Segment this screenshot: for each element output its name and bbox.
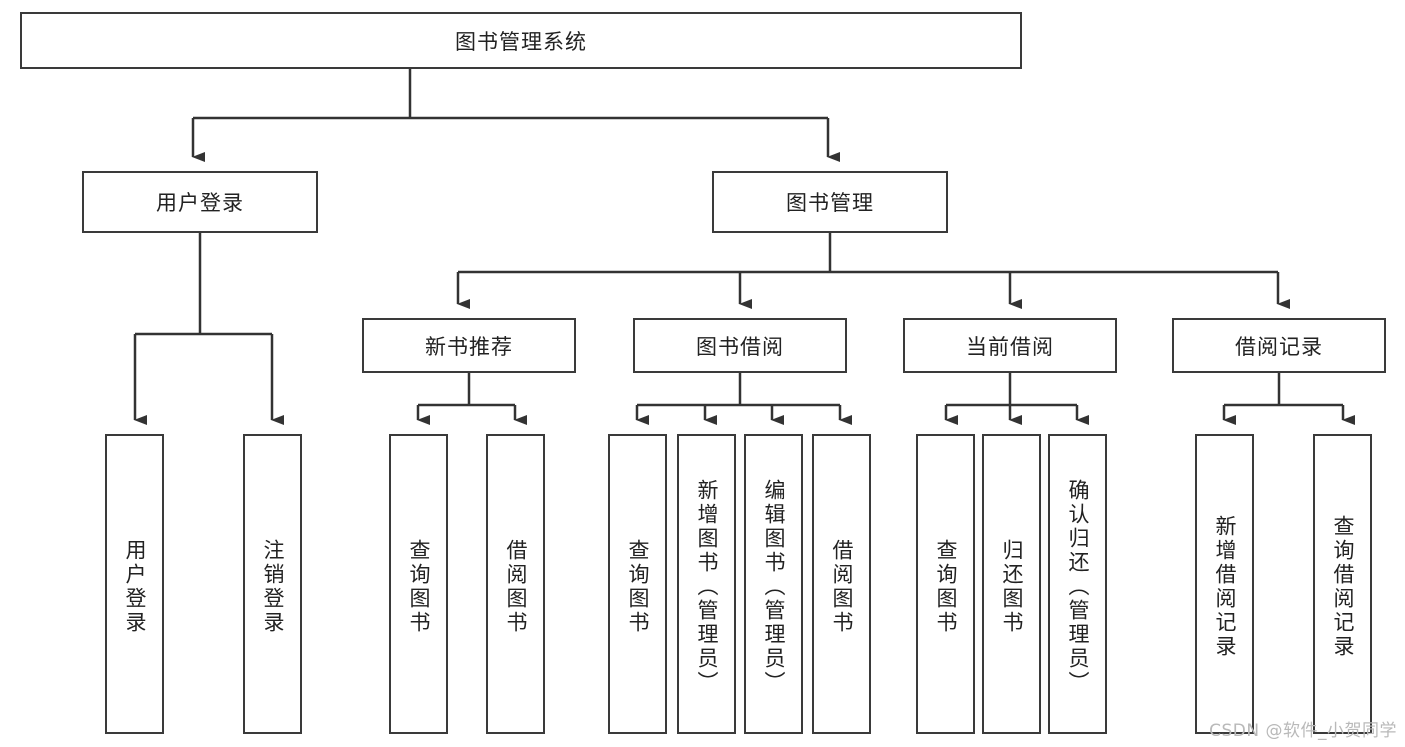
node-label: 查询图书 [626, 539, 651, 635]
node-leaf-logout: 注销登录 [243, 434, 302, 734]
node-label: 当前借阅 [966, 334, 1054, 359]
node-current-borrow: 当前借阅 [903, 318, 1117, 373]
node-leaf-borrow-book-1: 借阅图书 [486, 434, 545, 734]
node-label: 图书管理 [786, 191, 874, 215]
node-label: 查询图书 [934, 539, 959, 635]
node-label: 用户登录 [123, 539, 148, 635]
node-leaf-query-book-1: 查询图书 [389, 434, 448, 734]
node-label: 查询图书 [407, 539, 432, 635]
node-label: 编辑图书（管理员） [762, 479, 787, 695]
node-label: 归还图书 [1000, 539, 1025, 635]
node-leaf-borrow-book-2: 借阅图书 [812, 434, 871, 734]
node-leaf-add-book-admin: 新增图书（管理员） [677, 434, 736, 734]
node-label: 注销登录 [261, 539, 286, 635]
node-leaf-confirm-return-admin: 确认归还（管理员） [1048, 434, 1107, 734]
node-label: 借阅记录 [1235, 334, 1323, 359]
node-label: 查询借阅记录 [1331, 515, 1356, 659]
node-label: 图书管理系统 [455, 29, 587, 54]
node-label: 新增图书（管理员） [695, 479, 720, 695]
node-leaf-query-borrow-record: 查询借阅记录 [1313, 434, 1372, 734]
node-leaf-edit-book-admin: 编辑图书（管理员） [744, 434, 803, 734]
node-borrow-record: 借阅记录 [1172, 318, 1386, 373]
node-leaf-query-book-3: 查询图书 [916, 434, 975, 734]
node-leaf-add-borrow-record: 新增借阅记录 [1195, 434, 1254, 734]
node-book-borrow: 图书借阅 [633, 318, 847, 373]
node-label: 借阅图书 [504, 539, 529, 635]
node-new-book-recommend: 新书推荐 [362, 318, 576, 373]
node-leaf-query-book-2: 查询图书 [608, 434, 667, 734]
node-label: 新增借阅记录 [1213, 515, 1238, 659]
node-label: 借阅图书 [830, 539, 855, 635]
node-label: 用户登录 [156, 191, 244, 215]
node-user-login: 用户登录 [82, 171, 318, 233]
node-label: 新书推荐 [425, 334, 513, 359]
node-leaf-user-login: 用户登录 [105, 434, 164, 734]
node-label: 图书借阅 [696, 334, 784, 359]
node-root: 图书管理系统 [20, 12, 1022, 69]
node-label: 确认归还（管理员） [1066, 479, 1091, 695]
node-book-manage: 图书管理 [712, 171, 948, 233]
node-leaf-return-book: 归还图书 [982, 434, 1041, 734]
watermark-text: CSDN @软件_小贺同学 [1209, 721, 1397, 741]
